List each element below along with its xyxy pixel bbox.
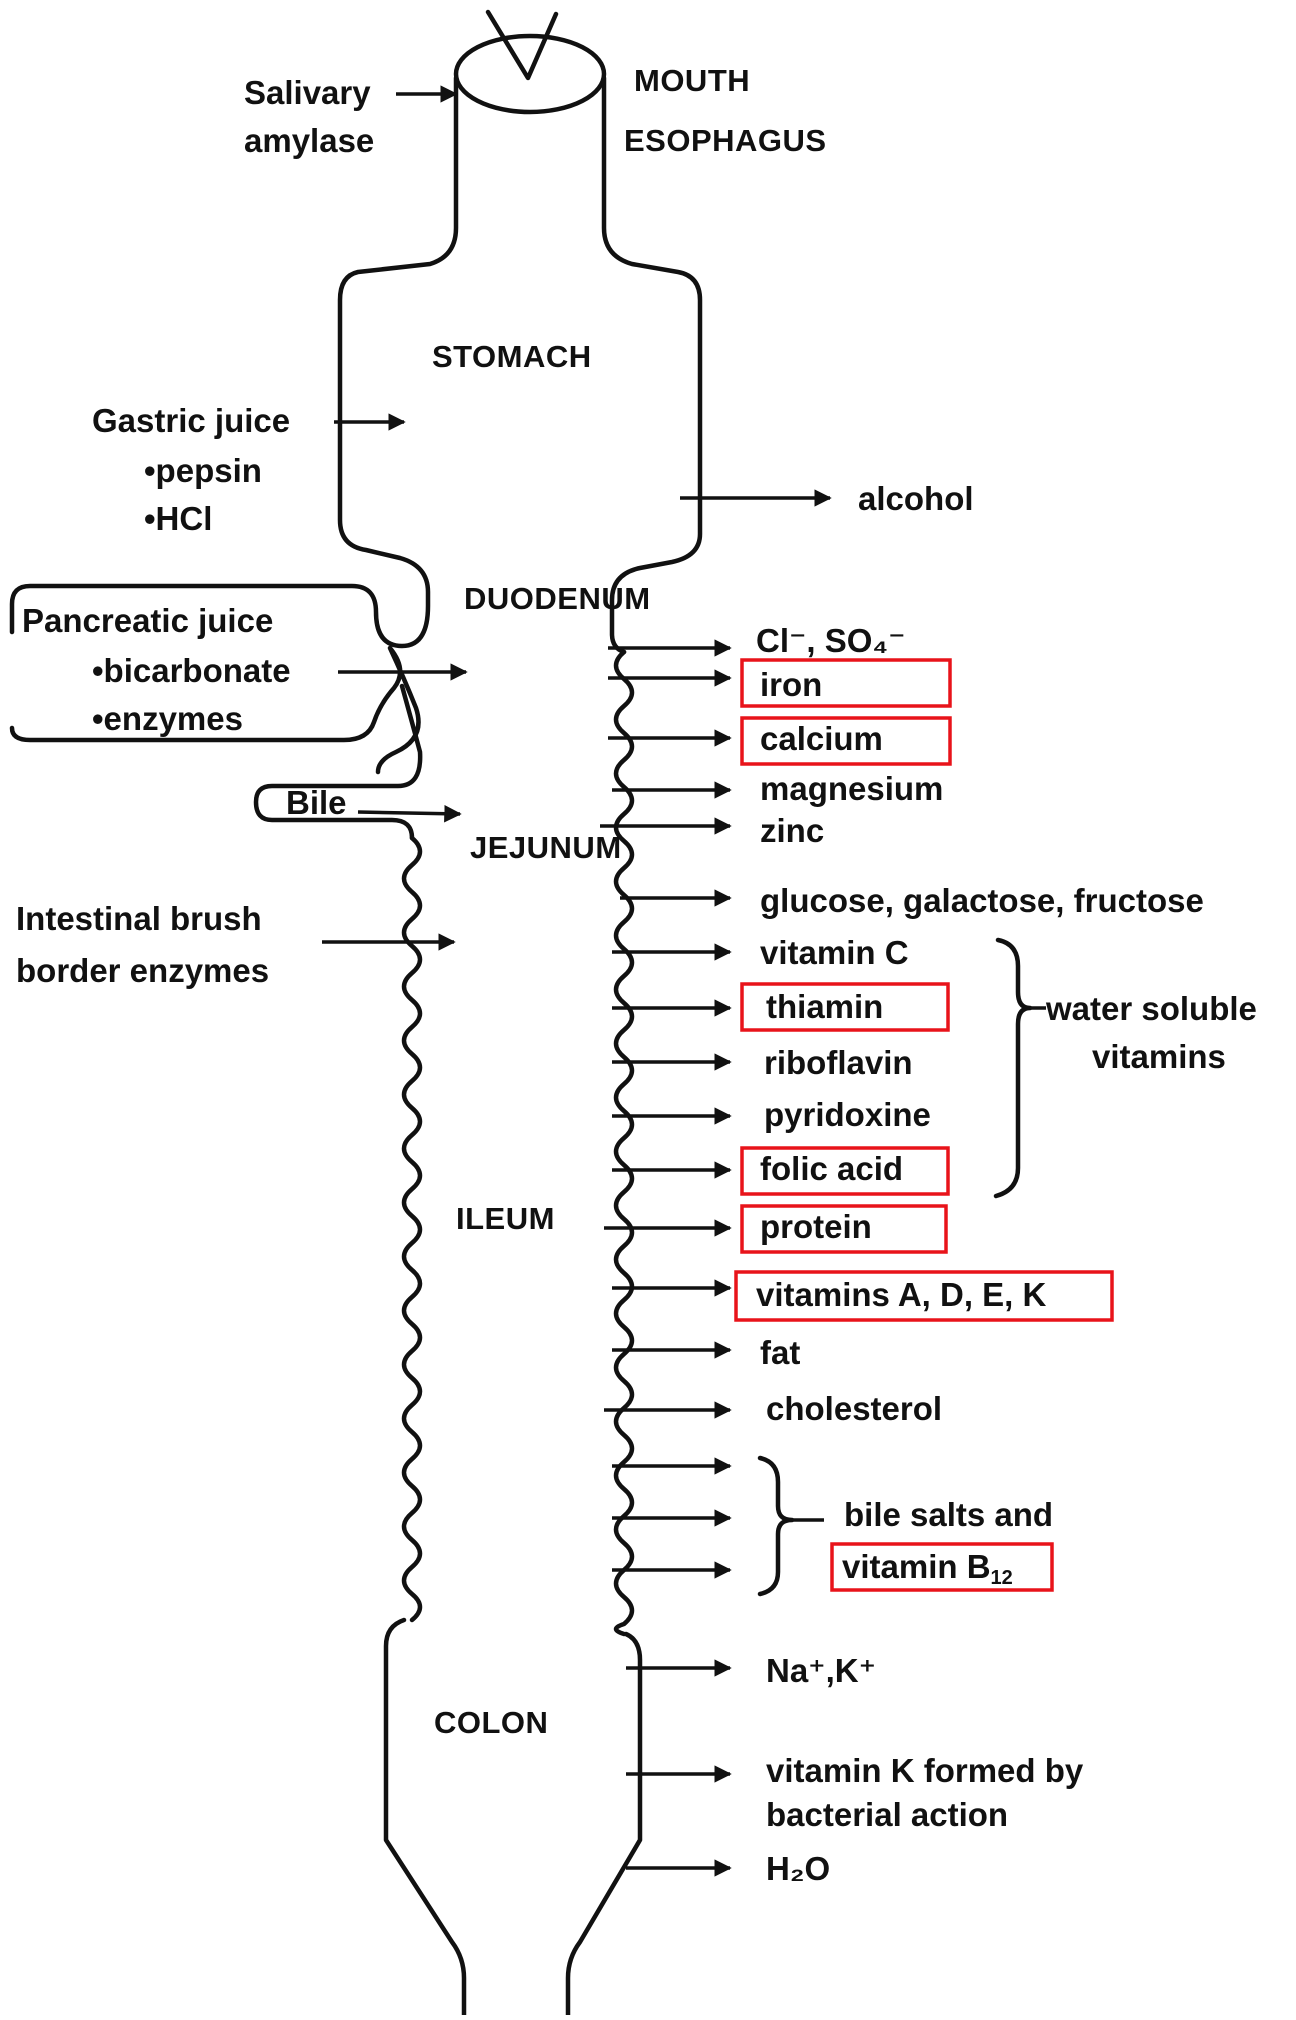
fat-label: fat xyxy=(760,1334,800,1371)
vitamin-k-label-2: bacterial action xyxy=(766,1796,1008,1833)
folic-acid-label: folic acid xyxy=(760,1150,903,1187)
water-label: H₂O xyxy=(766,1850,830,1887)
mouth-funnel xyxy=(485,9,559,81)
zinc-label: zinc xyxy=(760,812,824,849)
brush-label-1: Intestinal brush xyxy=(16,900,262,937)
mouth-label: MOUTH xyxy=(634,63,750,98)
tract-right-wall-colon xyxy=(565,1631,643,2018)
gastric-label-3: •HCl xyxy=(144,500,212,537)
duodenum-label: DUODENUM xyxy=(464,581,651,616)
bile-arrow xyxy=(357,804,462,823)
sugars-label: glucose, galactose, fructose xyxy=(760,882,1204,919)
mouth-opening xyxy=(453,33,607,115)
water-soluble-label-2: vitamins xyxy=(1092,1038,1226,1075)
salivary-label-1: Salivary xyxy=(244,74,371,111)
protein-highlight xyxy=(740,1204,948,1254)
salivary-label-2: amylase xyxy=(244,122,374,159)
ileum-label: ILEUM xyxy=(456,1201,555,1236)
brush-label-2: border enzymes xyxy=(16,952,269,989)
riboflavin-label: riboflavin xyxy=(764,1044,913,1081)
water-soluble-label-1: water soluble xyxy=(1045,990,1257,1027)
magnesium-label: magnesium xyxy=(760,770,943,807)
bile-salts-bracket xyxy=(757,1455,795,1597)
na-k-label: Na⁺,K⁺ xyxy=(766,1652,876,1689)
calcium-highlight xyxy=(740,716,952,766)
thiamin-highlight xyxy=(740,982,950,1032)
iron-highlight xyxy=(740,658,952,708)
vitamin-b12-label: vitamin B12 xyxy=(842,1548,1013,1589)
cholesterol-label: cholesterol xyxy=(766,1390,942,1427)
esophagus-label: ESOPHAGUS xyxy=(624,123,827,158)
absorption-arrows xyxy=(600,489,832,1877)
stomach-label: STOMACH xyxy=(432,339,592,374)
vitamin-k-label-1: vitamin K formed by xyxy=(766,1752,1084,1789)
vitamins-adek-highlight xyxy=(734,1270,1114,1322)
tract-left-wall-intestine xyxy=(401,835,423,1623)
tract-left-wall-upper xyxy=(9,75,459,649)
vitamins-adek-label: vitamins A, D, E, K xyxy=(756,1276,1047,1313)
jejunum-label: JEJUNUM xyxy=(470,830,622,865)
thiamin-label: thiamin xyxy=(766,988,883,1025)
iron-label: iron xyxy=(760,666,822,703)
bile-loop xyxy=(253,683,423,841)
gastric-label-1: Gastric juice xyxy=(92,402,290,439)
pancreatic-label-2: •bicarbonate xyxy=(92,652,291,689)
tract-outline xyxy=(9,9,703,2018)
pyridoxine-label: pyridoxine xyxy=(764,1096,931,1133)
tract-right-wall-intestine xyxy=(613,649,635,1637)
bile-salts-label: bile salts and xyxy=(844,1496,1053,1533)
water-soluble-bracket xyxy=(993,937,1033,1199)
highlight-boxes xyxy=(734,658,1114,1592)
alcohol-label: alcohol xyxy=(858,480,974,517)
calcium-label: calcium xyxy=(760,720,883,757)
tract-right-wall-upper xyxy=(601,75,703,655)
pancreatic-loop xyxy=(9,645,421,775)
bile-label: Bile xyxy=(286,784,347,821)
colon-label: COLON xyxy=(434,1705,548,1740)
pancreatic-label-1: Pancreatic juice xyxy=(22,602,273,639)
vitamin-b12-highlight xyxy=(830,1542,1054,1592)
pancreatic-label-3: •enzymes xyxy=(92,700,243,737)
vitamin-c-label: vitamin C xyxy=(760,934,909,971)
cl-so4-label: Cl⁻, SO₄⁻ xyxy=(756,622,906,659)
protein-label: protein xyxy=(760,1208,872,1245)
folic-acid-highlight xyxy=(740,1146,950,1196)
gastric-label-2: •pepsin xyxy=(144,452,262,489)
tract-left-wall-colon xyxy=(383,1617,467,2018)
